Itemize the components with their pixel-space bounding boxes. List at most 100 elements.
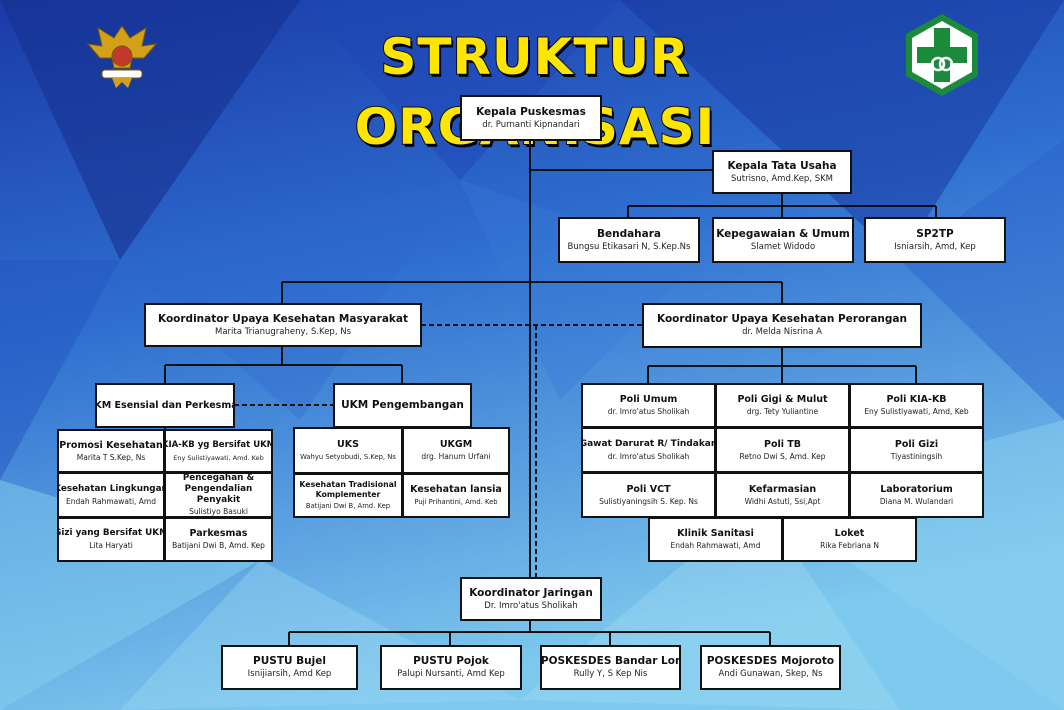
node-name: drg. Hanum Urfani — [421, 452, 491, 461]
node-promosi-kesehatan: Promosi Kesehatan Marita T S.Kep, Ns — [57, 429, 165, 473]
node-name: Sutrisno, Amd.Kep, SKM — [730, 173, 834, 184]
node-title: Poli VCT — [626, 483, 671, 495]
node-pustu-bujel: PUSTU Bujel Isnijiarsih, Amd Kep — [221, 645, 358, 690]
node-title: Gizi yang Bersifat UKM — [57, 528, 165, 538]
node-kepala-tata-usaha: Kepala Tata Usaha Sutrisno, Amd.Kep, SKM — [712, 150, 852, 194]
node-title: Pencegahan & Pengendalian Penyakit — [182, 472, 255, 505]
node-koordinator-ukm: Koordinator Upaya Kesehatan Masyarakat M… — [144, 303, 422, 347]
node-name: dr. Imro'atus Sholikah — [607, 451, 690, 461]
node-name: Widhi Astuti, Ssi,Apt — [744, 496, 821, 506]
node-klinik-sanitasi: Klinik Sanitasi Endah Rahmawati, Amd — [648, 517, 783, 562]
node-uks: UKS Wahyu Setyobudi, S.Kep, Ns — [293, 427, 403, 474]
node-title: Poli Gizi — [894, 438, 939, 450]
node-name: dr. Imro'atus Sholikah — [607, 407, 690, 416]
node-name: Rully Y, S Kep Nis — [573, 669, 648, 679]
node-name: Retno Dwi S, Amd. Kep — [739, 451, 826, 461]
node-title: Koordinator Upaya Kesehatan Perorangan — [657, 313, 907, 325]
node-bendahara: Bendahara Bungsu Etikasari N, S.Kep.Ns — [558, 217, 700, 263]
node-name: Eny Sulistiyawati, Amd. Keb — [173, 453, 264, 462]
node-title: Koordinator Upaya Kesehatan Masyarakat — [158, 312, 408, 325]
node-name: drg. Tety Yuliantine — [746, 407, 819, 416]
node-name: Batijani Dwi B, Amd. Kep — [172, 541, 265, 550]
node-name: Isnijiarsih, Amd Kep — [247, 669, 332, 679]
node-pencegahan-penyakit: Pencegahan & Pengendalian Penyakit Sulis… — [164, 472, 273, 518]
node-name: Sulistiyo Basuki — [189, 506, 248, 516]
node-kiakb-ukm: KIA-KB yg Bersifat UKM Eny Sulistiyawati… — [164, 429, 273, 473]
puskesmas-logo — [906, 14, 978, 96]
node-kesehatan-tradisional: Kesehatan Tradisional Komplementer Batij… — [293, 473, 403, 518]
node-name: Endah Rahmawati, Amd — [65, 496, 156, 506]
node-title: UKM Esensial dan Perkesmas — [95, 400, 233, 411]
node-gawat-darurat: Gawat Darurat R/ Tindakan dr. Imro'atus … — [581, 427, 716, 473]
node-title: Loket — [834, 528, 865, 539]
node-name: Tiyastiningsih — [890, 451, 943, 461]
node-loket: Loket Rika Febriana N — [782, 517, 917, 562]
node-koordinator-jaringan: Koordinator Jaringan Dr. Imro'atus Sholi… — [460, 577, 602, 621]
node-poli-tb: Poli TB Retno Dwi S, Amd. Kep — [715, 427, 850, 473]
node-title: Parkesmas — [189, 528, 248, 539]
node-title: Poli TB — [763, 438, 802, 450]
node-title: Kefarmasian — [748, 483, 817, 495]
node-title: POSKESDES Bandar Lor — [540, 655, 681, 667]
node-name: Sulistiyaningsih S. Kep. Ns — [599, 496, 698, 506]
node-name: Eny Sulistiyawati, Amd, Keb — [864, 407, 969, 416]
node-poskesdes-bandar-lor: POSKESDES Bandar Lor Rully Y, S Kep Nis — [540, 645, 681, 690]
node-name: Endah Rahmawati, Amd — [670, 541, 761, 550]
node-poli-gizi: Poli Gizi Tiyastiningsih — [849, 427, 984, 473]
node-sp2tp: SP2TP Isniarsih, Amd, Kep — [864, 217, 1006, 263]
node-name: Bungsu Etikasari N, S.Kep.Ns — [567, 241, 691, 252]
node-gizi-ukm: Gizi yang Bersifat UKM Lita Haryati — [57, 517, 165, 562]
node-title: Poli Gigi & Mulut — [737, 394, 828, 405]
node-title: POSKESDES Mojoroto — [706, 655, 835, 667]
node-name: dr. Melda Nisrina A — [742, 327, 822, 337]
node-title: UKGM — [439, 439, 473, 450]
node-poli-umum: Poli Umum dr. Imro'atus Sholikah — [581, 383, 716, 428]
node-name: Wahyu Setyobudi, S.Kep, Ns — [300, 453, 396, 461]
node-poli-kiakb: Poli KIA-KB Eny Sulistiyawati, Amd, Keb — [849, 383, 984, 428]
node-title: Koordinator Jaringan — [469, 586, 593, 599]
node-title: PUSTU Bujel — [253, 655, 326, 667]
node-title: KIA-KB yg Bersifat UKM — [164, 439, 273, 450]
node-koordinator-ukp: Koordinator Upaya Kesehatan Perorangan d… — [642, 303, 922, 348]
node-ukgm: UKGM drg. Hanum Urfani — [402, 427, 510, 474]
node-name: Lita Haryati — [89, 541, 133, 550]
node-title: UKM Pengembangan — [341, 399, 464, 411]
node-kepala-puskesmas: Kepala Puskesmas dr. Purnanti Kipnandari — [460, 95, 602, 141]
node-title: Laboratorium — [880, 483, 953, 495]
node-title: Klinik Sanitasi — [677, 528, 754, 539]
node-name: Dr. Imro'atus Sholikah — [484, 600, 578, 611]
node-title: Promosi Kesehatan — [59, 439, 163, 451]
node-pustu-pojok: PUSTU Pojok Palupi Nursanti, Amd Kep — [380, 645, 522, 690]
node-title: Kesehatan lansia — [410, 484, 502, 495]
node-ukm-pengembangan: UKM Pengembangan — [333, 383, 472, 428]
node-ukm-esensial: UKM Esensial dan Perkesmas — [95, 383, 235, 428]
node-title: PUSTU Pojok — [413, 655, 489, 667]
node-title: Kepala Tata Usaha — [727, 159, 837, 172]
node-name: Puji Prihantini, Amd. Keb — [414, 498, 498, 506]
node-title: UKS — [337, 439, 359, 450]
node-name: Palupi Nursanti, Amd Kep — [397, 669, 505, 679]
node-title: Kesehatan Lingkungan — [57, 483, 165, 494]
node-poskesdes-mojoroto: POSKESDES Mojoroto Andi Gunawan, Skep, N… — [700, 645, 841, 690]
node-title: Kepala Puskesmas — [476, 105, 586, 118]
node-name: Rika Febriana N — [820, 541, 879, 550]
node-title: Poli KIA-KB — [886, 394, 947, 405]
node-title: Bendahara — [596, 227, 662, 240]
node-kepegawaian: Kepegawaian & Umum Slamet Widodo — [712, 217, 854, 263]
node-perkesmas: Parkesmas Batijani Dwi B, Amd. Kep — [164, 517, 273, 562]
node-kefarmasian: Kefarmasian Widhi Astuti, Ssi,Apt — [715, 472, 850, 518]
node-name: Marita Trianugraheny, S.Kep, Ns — [214, 326, 352, 337]
node-title: Poli Umum — [619, 394, 678, 405]
node-kesehatan-lingkungan: Kesehatan Lingkungan Endah Rahmawati, Am… — [57, 472, 165, 518]
node-name: Slamet Widodo — [750, 241, 816, 252]
node-name: Marita T S.Kep, Ns — [76, 452, 146, 462]
node-poli-vct: Poli VCT Sulistiyaningsih S. Kep. Ns — [581, 472, 716, 518]
node-poli-gigi: Poli Gigi & Mulut drg. Tety Yuliantine — [715, 383, 850, 428]
node-name: Batijani Dwi B, Amd. Kep — [305, 501, 391, 510]
node-laboratorium: Laboratorium Diana M. Wulandari — [849, 472, 984, 518]
node-kesehatan-lansia: Kesehatan lansia Puji Prihantini, Amd. K… — [402, 473, 510, 518]
node-name: Andi Gunawan, Skep, Ns — [718, 669, 823, 679]
node-title: SP2TP — [916, 227, 954, 240]
garuda-emblem-logo — [86, 25, 158, 88]
